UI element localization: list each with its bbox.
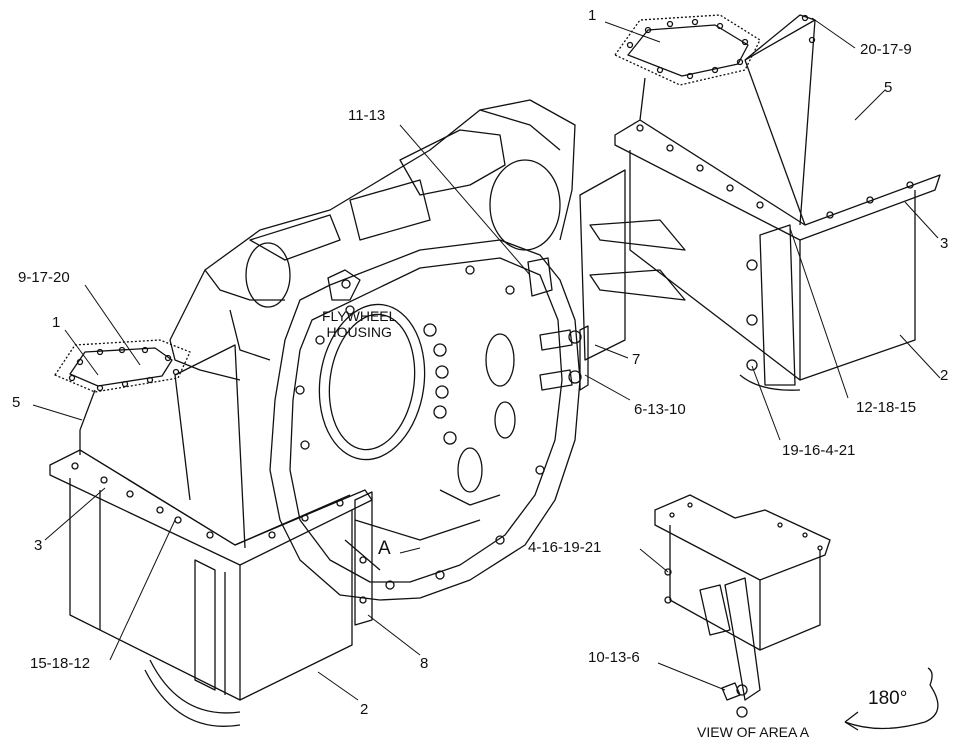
callout-11-13: 11-13 <box>348 107 386 124</box>
view-of-area-a-caption: VIEW OF AREA A <box>697 724 810 740</box>
callout-2-right: 2 <box>940 367 949 384</box>
callout-15-18-12: 15-18-12 <box>30 655 91 672</box>
callout-2-bottom: 2 <box>360 701 369 718</box>
callout-5-left: 5 <box>12 394 21 411</box>
leader-lines <box>32 17 941 701</box>
callout-20-17-9: 20-17-9 <box>860 41 912 58</box>
callout-8: 8 <box>420 655 429 672</box>
callout-1-left: 1 <box>52 314 61 331</box>
callout-9-17-20: 9-17-20 <box>18 269 70 286</box>
callout-3-right: 3 <box>940 235 949 252</box>
flywheel-housing-label-line2: HOUSING <box>326 324 392 341</box>
callout-19-16-4-21: 19-16-4-21 <box>782 442 856 459</box>
callout-6-13-10: 6-13-10 <box>634 401 686 418</box>
left-shield-assembly <box>49 339 373 727</box>
callout-3-left: 3 <box>34 537 43 554</box>
callout-5-top: 5 <box>884 79 893 96</box>
callout-4-16-19-21: 4-16-19-21 <box>528 539 602 556</box>
callout-7: 7 <box>632 351 641 368</box>
right-shield-assembly <box>539 14 941 391</box>
side-plate <box>354 491 373 626</box>
callout-10-13-6: 10-13-6 <box>588 649 640 666</box>
area-a-marker: A <box>378 538 391 559</box>
rotation-arrow <box>844 667 939 731</box>
callout-1-top: 1 <box>588 7 597 24</box>
flywheel-housing-label-line1: FLYWHEEL <box>322 308 397 324</box>
rotation-180-label: 180° <box>868 688 908 709</box>
area-a-inset-view <box>654 494 831 718</box>
callout-12-18-15: 12-18-15 <box>856 399 917 416</box>
flywheel-housing-label: FLYWHEEL HOUSING <box>322 308 396 340</box>
flywheel-housing <box>169 99 581 601</box>
